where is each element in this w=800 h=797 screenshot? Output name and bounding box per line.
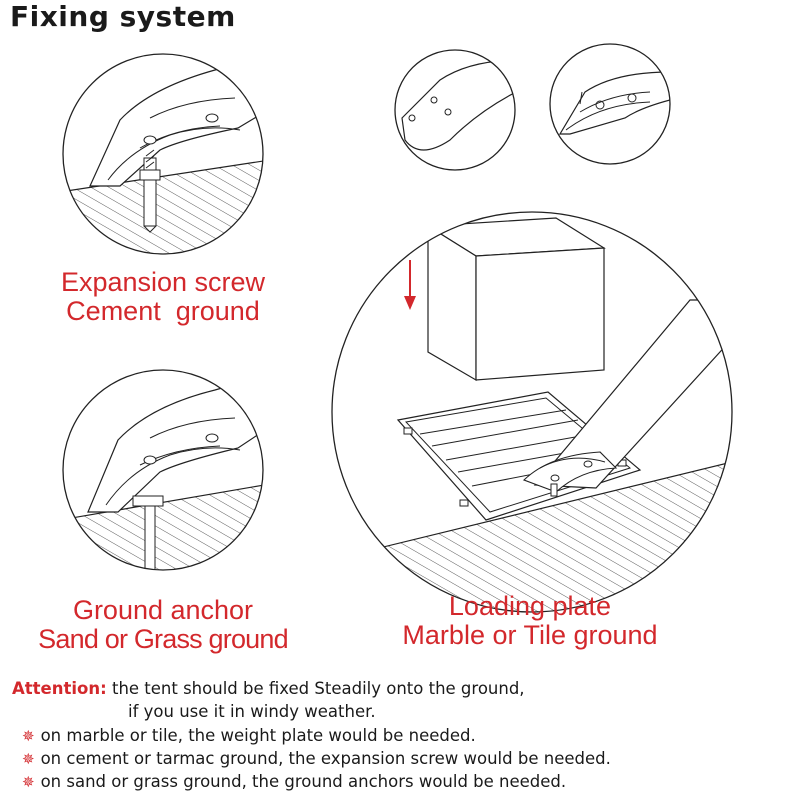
bullet-item: ✵ on cement or tarmac ground, the expansi…: [22, 749, 611, 768]
ground-anchor-detail: [62, 369, 264, 571]
anchor-title: Ground anchor: [72, 595, 254, 625]
attention-label: Attention:: [12, 679, 107, 698]
anchor-caption: Ground anchor Sand or Grass ground: [38, 596, 288, 654]
bullet-item: ✵ on marble or tile, the weight plate wou…: [22, 726, 476, 745]
page-title: Fixing system: [10, 0, 236, 33]
expansion-screw-detail: [62, 53, 264, 255]
bullet-item: ✵ on sand or grass ground, the ground anc…: [22, 772, 566, 791]
plate-title: Loading plate: [448, 591, 612, 621]
pole-end-detail: [394, 49, 516, 171]
expansion-caption: Expansion screw Cement ground: [61, 268, 265, 326]
star-burst-icon: ✵: [22, 750, 35, 768]
loading-plate-detail: [331, 211, 733, 613]
foot-bracket-detail: [549, 43, 671, 165]
down-arrow-icon: [404, 260, 416, 310]
star-burst-icon: ✵: [22, 773, 35, 791]
bullet-text: on sand or grass ground, the ground anch…: [40, 772, 567, 791]
star-burst-icon: ✵: [22, 727, 35, 745]
plate-subtitle: Marble or Tile ground: [402, 620, 658, 650]
expansion-subtitle: Cement ground: [66, 296, 260, 326]
anchor-subtitle: Sand or Grass ground: [38, 624, 288, 654]
bullet-text: on marble or tile, the weight plate woul…: [40, 726, 476, 745]
attention-line: Attention: the tent should be fixed Stea…: [12, 679, 525, 698]
attention-text: the tent should be fixed Steadily onto t…: [111, 679, 525, 698]
bullet-text: on cement or tarmac ground, the expansio…: [40, 749, 611, 768]
attention-text-2: if you use it in windy weather.: [128, 702, 376, 721]
plate-caption: Loading plate Marble or Tile ground: [402, 592, 657, 650]
expansion-title: Expansion screw: [60, 267, 266, 297]
